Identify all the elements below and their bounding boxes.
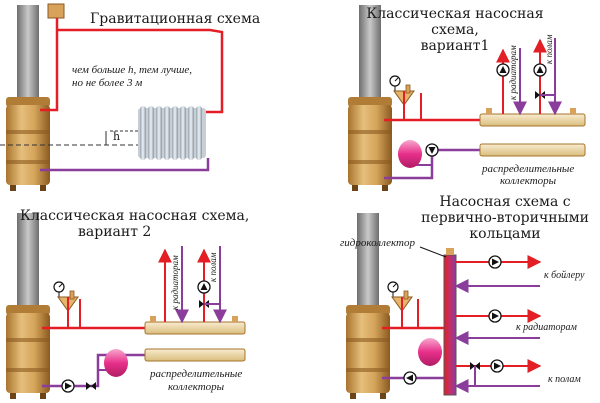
label-to-radiators: к радиаторам <box>516 322 577 333</box>
label-to-floor: к полам <box>548 374 581 385</box>
label-to-hot-water-boiler: к бойлеру <box>544 270 585 281</box>
collector-vent <box>232 316 238 322</box>
circulation-pump-icon <box>61 379 75 393</box>
supply-pipe <box>57 28 224 114</box>
separator-vent <box>446 248 454 255</box>
hydro-label-leader <box>419 246 447 258</box>
collector-vent <box>570 108 576 114</box>
primary-pump-icon <box>403 371 417 385</box>
boiler-icon <box>348 5 392 191</box>
expansion-tank-icon <box>104 349 128 377</box>
gravity-title: Гравитационная схема <box>90 11 260 27</box>
pump-v2-title-line2: вариант 2 <box>78 224 151 240</box>
label-to-radiators: к радиаторам <box>170 255 180 310</box>
collector-vent <box>486 108 492 114</box>
collectors-label-line2: коллекторы <box>168 381 225 393</box>
collector-vent <box>150 316 156 322</box>
safety-group-icon <box>53 281 79 312</box>
boiler-icon <box>6 213 50 399</box>
pump-v1-title-line3: вариант1 <box>421 38 490 54</box>
radiator-pump-icon <box>488 309 502 323</box>
return-collector <box>144 348 246 362</box>
label-to-radiators: к радиаторам <box>508 45 518 100</box>
boiler-icon <box>6 5 50 191</box>
expansion-tank-icon <box>47 3 65 19</box>
boiler-pump-icon <box>488 255 502 269</box>
return-collector <box>479 143 586 157</box>
floor-pump-icon <box>490 359 504 373</box>
label-to-floor: к полам <box>544 34 554 64</box>
pump-v1-title-line2: схема, <box>431 22 479 38</box>
hydro-collector-label: гидроколлектор <box>340 237 416 249</box>
ps-title-line1: Насосная схема с <box>439 194 570 210</box>
valve-icon <box>86 382 96 390</box>
floor-pump-icon <box>533 63 547 77</box>
gravity-panel: h Гравитационная схема чем больше h, тем… <box>0 3 260 191</box>
pump-v1-title-line1: Классическая насосная <box>366 6 543 22</box>
pump-v2-title-line1: Классическая насосная схема, <box>20 208 249 224</box>
safety-group-icon <box>387 281 413 312</box>
hydraulic-separator <box>443 254 457 396</box>
supply-collector <box>479 113 586 127</box>
height-label: h <box>113 130 120 143</box>
collectors-label-line1: распределительные <box>149 368 242 380</box>
ps-title-line2: первично-вторичными <box>421 210 589 226</box>
safety-group-icon <box>389 75 415 106</box>
pump-v1-panel: к радиаторам к полам Классическая насосн… <box>348 5 586 191</box>
primary-secondary-panel: гидроколлектор Насосная схема с первично… <box>340 194 589 399</box>
supply-pipe <box>40 18 59 112</box>
pump-v2-panel: к радиаторам к полам Классическая насосн… <box>6 208 249 399</box>
circulation-pump-icon <box>425 143 439 157</box>
return-pipe <box>40 158 210 172</box>
supply-collector <box>144 321 246 335</box>
return-pipe <box>42 353 145 388</box>
gravity-note-line1: чем больше h, тем лучше, <box>72 64 192 76</box>
gravity-note-line2: но не более 3 м <box>72 77 142 89</box>
collectors-label-line2: коллекторы <box>500 175 557 187</box>
label-to-floor: к полам <box>208 252 218 282</box>
radiator-icon <box>138 106 206 160</box>
ps-title-line3: кольцами <box>469 226 540 242</box>
collectors-label-line1: распределительные <box>481 163 574 175</box>
expansion-tank-icon <box>418 338 442 366</box>
expansion-tank-icon <box>398 140 422 168</box>
